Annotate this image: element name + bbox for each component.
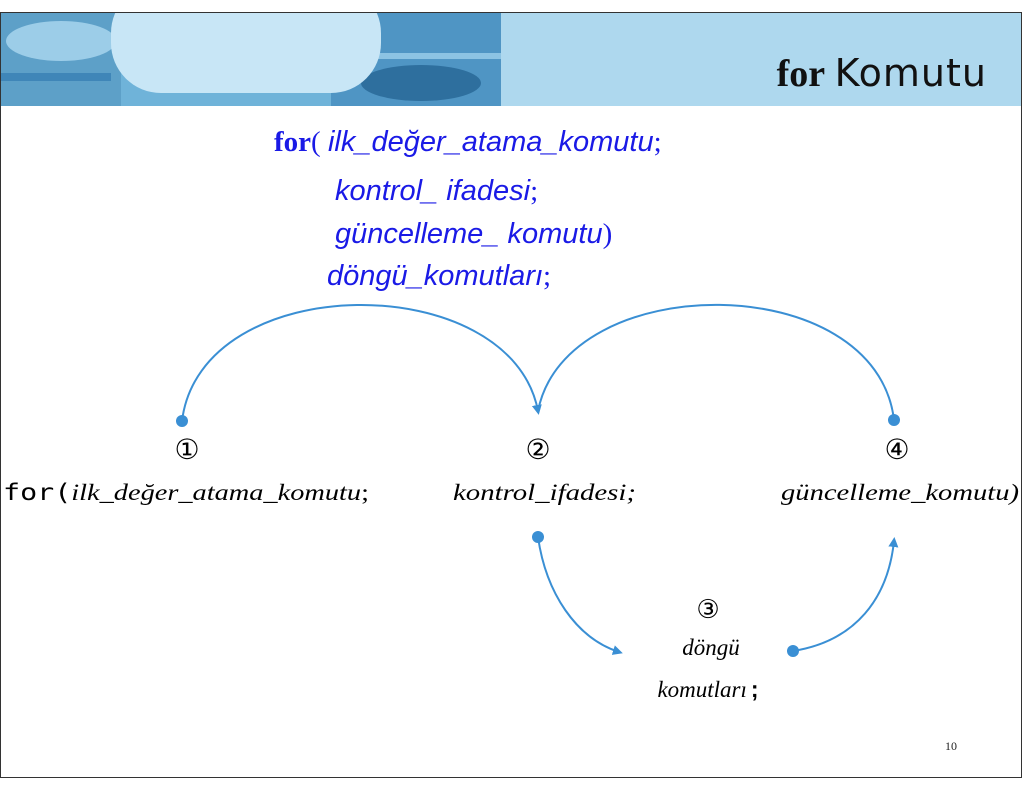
syntax-for-keyword: for [274, 126, 312, 158]
node-body-label-line1: döngü [682, 635, 740, 660]
node-cond-marker: ② [525, 433, 550, 466]
edge-update-to-cond [537, 303, 895, 421]
syntax-line-4: döngü_komutları; [327, 260, 551, 293]
edge-cond-start-dot [532, 531, 544, 543]
node-update-label: güncelleme_komutu) [781, 480, 1019, 505]
syntax-line-2: kontrol_ ifadesi; [335, 175, 538, 208]
syntax-sep-4: ; [543, 260, 552, 292]
node-init-prefix: for( [3, 480, 71, 506]
for-loop-flow-diagram: ① ② ③ ④ for(ilk_değer_atama_komutu; kont… [3, 303, 1019, 702]
slide-title: for Komutu [777, 51, 987, 96]
node-body-marker: ③ [696, 595, 719, 625]
syntax-open-paren: ( [311, 126, 321, 158]
syntax-body-arg: döngü_komutları [327, 260, 544, 292]
syntax-line-3: güncelleme_ komutu) [335, 218, 612, 251]
syntax-init-arg: ilk_değer_atama_komutu [327, 126, 654, 158]
node-body-suffix: ; [751, 676, 759, 702]
title-rest: Komutu [834, 51, 987, 95]
slide: for Komutu for( ilk_değer_atama_komutu; … [0, 12, 1022, 778]
syntax-line-1: for( ilk_değer_atama_komutu; [274, 126, 662, 159]
node-update-marker: ④ [884, 433, 909, 466]
node-init-text: ilk_değer_atama_komutu [71, 480, 361, 505]
edge-init-to-cond [181, 304, 542, 422]
node-body-text-line2: komutları [657, 677, 746, 702]
edge-cond-to-body [537, 536, 623, 655]
node-init-label: for(ilk_değer_atama_komutu; [3, 480, 369, 506]
syntax-cond-arg: kontrol_ ifadesi [335, 175, 531, 207]
node-init-suffix: ; [361, 480, 369, 505]
node-init-marker: ① [174, 433, 199, 466]
page-number: 10 [945, 739, 957, 753]
edge-init-start-dot [176, 415, 188, 427]
title-keyword: for [776, 53, 826, 95]
edge-body-start-dot [787, 645, 799, 657]
edge-update-start-dot [888, 414, 900, 426]
syntax-sep-2: ; [530, 175, 539, 207]
syntax-sep-1: ; [653, 126, 662, 158]
syntax-close-paren: ) [602, 218, 613, 250]
edge-body-to-update [792, 537, 899, 652]
header-band: for Komutu [1, 13, 1021, 106]
syntax-update-arg: güncelleme_ komutu [335, 218, 603, 250]
banner-decoration [1, 13, 521, 106]
node-body-label-line2: komutları; [657, 676, 758, 702]
node-cond-label: kontrol_ifadesi; [453, 480, 636, 505]
